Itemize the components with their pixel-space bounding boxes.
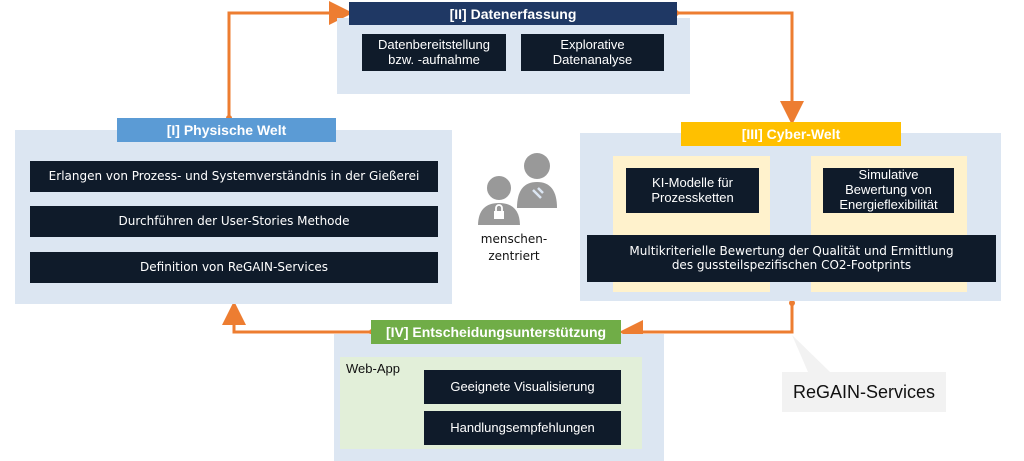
cyber-item-multikriteriell: Multikriterielle Bewertung der Qualität … — [587, 235, 996, 282]
callout-pointer — [792, 335, 830, 372]
physische-welt-header: [I] Physische Welt — [117, 118, 336, 142]
webapp-label: Web-App — [346, 361, 400, 376]
arrow-daten-to-cyber — [676, 11, 804, 125]
person-lock-icon — [476, 174, 522, 225]
daten-item-1: Datenbereitstellung bzw. -aufnahme — [362, 34, 506, 71]
datenerfassung-header: [II] Datenerfassung — [349, 2, 677, 25]
entscheidung-header: [IV] Entscheidungsunterstützung — [371, 320, 621, 344]
person-wrench-icon — [517, 153, 557, 208]
center-label: menschen- zentriert — [480, 232, 548, 264]
regain-services-callout: ReGAIN-Services — [782, 372, 946, 412]
entscheidung-item-2: Handlungsempfehlungen — [424, 411, 621, 445]
daten-item-2: Explorative Datenanalyse — [521, 34, 664, 71]
arrow-entscheidung-to-physische — [222, 301, 372, 334]
arrow-cyber-to-entscheidung — [619, 303, 794, 344]
physische-item-3: Definition von ReGAIN-Services — [30, 252, 438, 283]
cyber-item-simulation: Simulative Bewertung von Energieflexibil… — [823, 167, 954, 213]
cyber-welt-header: [III] Cyber-Welt — [681, 122, 901, 146]
menschen-icons — [476, 153, 557, 225]
physische-item-2: Durchführen der User-Stories Methode — [30, 206, 438, 237]
physische-item-1: Erlangen von Prozess- und Systemverständ… — [30, 161, 438, 192]
cyber-item-ki: KI-Modelle für Prozessketten — [626, 168, 759, 213]
entscheidung-item-1: Geeignete Visualisierung — [424, 370, 621, 404]
arrow-physische-to-daten — [227, 1, 353, 118]
